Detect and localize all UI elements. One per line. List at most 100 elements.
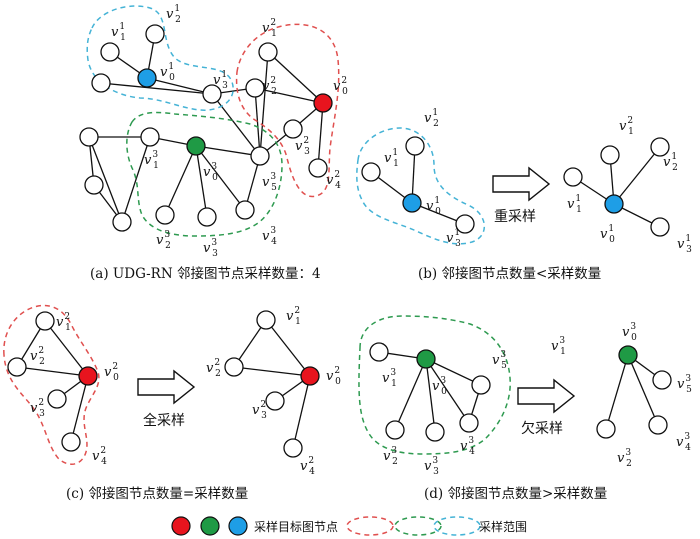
legend-node-swatch [228,516,248,536]
graph-node [361,162,381,182]
graph-node [563,167,583,187]
graph-node [283,438,303,458]
graph-edge [254,87,261,157]
graph-node [112,212,132,232]
target-node [186,136,206,156]
graph-edge [394,358,427,431]
sampling-region [235,23,340,198]
graph-node [471,375,491,395]
graph-edge [425,358,470,424]
graph-edge [164,145,197,216]
graph-edge [44,320,89,377]
graph-node [100,42,120,62]
sampling-region [356,127,485,245]
full-sample-label: 全采样 [143,413,185,429]
graph-edge [211,93,261,157]
graph-edge [254,87,324,104]
graph-node [425,422,445,442]
graph-node [650,137,670,157]
graph-edge [195,145,261,157]
graph-edge [605,354,629,430]
caption-b: (b) 邻接图节点数量<采样数量 [418,266,602,282]
legend-node-swatch [171,516,191,536]
graph-node [197,207,217,227]
graph-edge [425,358,436,433]
sampling-region [3,304,100,465]
legend-target-nodes-label: 采样目标图节点 [254,520,339,534]
graph-edge [259,51,269,157]
graph-edge [317,102,324,169]
graph-edge [425,358,482,386]
graph-node [596,419,616,439]
graph-node [405,136,425,156]
graph-node [245,78,265,98]
target-node [402,193,422,213]
graph-edge [88,136,123,223]
graph-node [600,145,620,165]
target-node [300,366,320,386]
graph-edge [146,77,213,95]
graph-node [258,42,278,62]
graph-node [308,158,328,178]
target-node [618,345,638,365]
graph-edge [195,145,208,218]
target-node [604,194,624,214]
graph-node [79,127,99,147]
graph-nodes [7,24,672,458]
caption-d: (d) 邻接图节点数量>采样数量 [424,486,608,502]
graph-edge [613,146,661,205]
sampling-region [358,315,511,455]
graph-node [47,389,67,409]
graph-node [155,205,175,225]
caption-c: (c) 邻接图节点数量=采样数量 [66,486,249,502]
operation-arrows [137,166,576,414]
graph-node [84,175,104,195]
graph-node [145,24,165,44]
graph-edge [233,366,311,377]
graph-node [7,357,27,377]
under-sample-arrow [517,378,576,414]
graph-edge [267,51,324,104]
target-node [416,349,436,369]
legend-range-swatch [394,516,442,536]
graph-node [385,420,405,440]
graph-node [140,127,160,147]
target-node [313,93,333,113]
legend-range-swatch [433,516,481,536]
resample-label: 重采样 [494,209,536,225]
graph-node [235,200,255,220]
under-sample-label: 欠采样 [521,421,563,437]
legend-sample-range-label: 采样范围 [479,520,528,534]
graph-edge [121,136,151,223]
graph-node [648,415,668,435]
resample-arrow [492,166,551,202]
target-node [137,68,157,88]
